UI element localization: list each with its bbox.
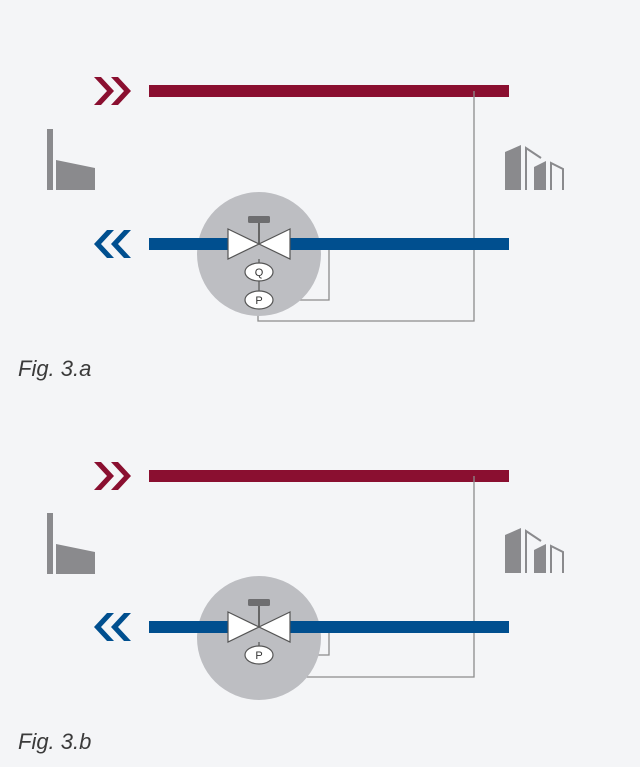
control-valve-icon[interactable]: [227, 599, 291, 643]
pressure-gauge-label: P: [255, 295, 262, 307]
factory-icon: [47, 129, 95, 190]
pressure-gauge: P: [244, 290, 274, 310]
control-valve-icon[interactable]: [227, 216, 291, 260]
figure-caption: Fig. 3.a: [18, 356, 91, 381]
supply-pipe: [149, 85, 509, 97]
figure-caption: Fig. 3.b: [18, 729, 91, 754]
figure-b: P Fig. 3.b: [18, 462, 564, 754]
supply-pipe: [149, 470, 509, 482]
valve-station-halo: [197, 576, 321, 700]
return-pipe-left: [149, 621, 229, 633]
return-pipe-right: [288, 238, 509, 250]
return-pipe-left: [149, 238, 229, 250]
flow-gauge: Q: [244, 262, 274, 282]
supply-direction-icon: [94, 462, 131, 490]
return-pipe-right: [288, 621, 509, 633]
return-direction-icon: [94, 613, 131, 641]
buildings-icon: [505, 528, 564, 573]
return-direction-icon: [94, 230, 131, 258]
figure-a: Q P Fig. 3.a: [18, 77, 564, 381]
factory-icon: [47, 513, 95, 574]
pressure-gauge-label: P: [255, 650, 262, 662]
flow-gauge-label: Q: [255, 267, 264, 279]
buildings-icon: [505, 145, 564, 190]
pressure-gauge: P: [244, 645, 274, 665]
valve-station-halo: [197, 192, 321, 316]
supply-direction-icon: [94, 77, 131, 105]
